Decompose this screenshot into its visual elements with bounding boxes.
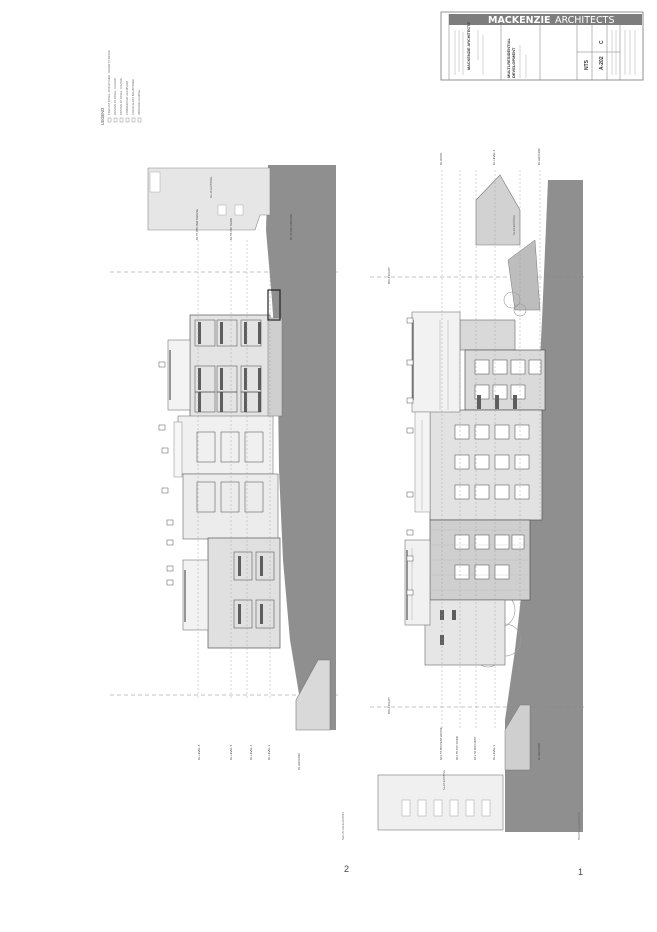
legend: LEGEND PRECAST PANEL, ACID ETCHED - REFE… xyxy=(100,49,142,125)
neighbour-building-bottom xyxy=(295,659,331,731)
upper-top-level-3: RL 52.600 GROUND xyxy=(289,214,293,240)
neighbour-lower-label: No.16 EXISTING xyxy=(512,215,516,235)
elevation-upper: No.10 EXISTING xyxy=(110,165,349,874)
brand-left: MACKENZIE xyxy=(488,15,551,26)
windows-upper xyxy=(198,322,261,412)
legend-title: LEGEND xyxy=(100,108,105,125)
legend-item-2: PAINTED FC PANEL, COLOUR xyxy=(113,78,117,115)
brand-right: ARCHITECTS xyxy=(555,15,614,26)
revision: C xyxy=(599,40,605,44)
upper-top-level-2: RL 55.150 THIRD xyxy=(229,218,233,240)
drawing-number: A-202 xyxy=(599,56,605,70)
elevation-number-2: 2 xyxy=(344,864,349,874)
level-tags-lower xyxy=(406,317,414,596)
legend-item-1: PRECAST PANEL, ACID ETCHED - REFER TO DE… xyxy=(107,49,111,115)
scale: NTS xyxy=(584,59,590,70)
lower-level-5: RL GROUND xyxy=(537,743,541,760)
upper-level-2: RL LEVEL 3 xyxy=(229,744,233,760)
neighbour-building-top: No.10 EXISTING xyxy=(147,167,271,231)
upper-top-level-1: RL 57.850 PENTHOUSE xyxy=(195,209,199,240)
project-line2: DEVELOPMENT xyxy=(511,47,516,78)
elevation-title-2: SOUTH ELEVATION xyxy=(341,812,345,840)
lower-top-level-3: RL GROUND xyxy=(537,148,541,165)
elevation-number-1: 1 xyxy=(578,867,583,877)
elevation-label-upper: 2 SOUTH ELEVATION xyxy=(341,812,349,874)
windows-lower-upper xyxy=(238,556,263,624)
elevation-title-1: NORTH ELEVATION xyxy=(577,812,581,840)
lower-level-2: RFL 55.150 THIRD xyxy=(455,736,459,760)
lower-level-3: RFL 52.600 FIRST xyxy=(473,736,477,760)
neighbour-lower-bottom-label: No.16 EXISTING xyxy=(442,770,446,790)
windows-lower xyxy=(454,359,542,580)
title-bar xyxy=(449,14,642,25)
ground-mass-lower xyxy=(505,180,583,832)
elevation-lower: BOUNDARY BOUNDARY No.16 EXISTING xyxy=(370,148,585,877)
lower-top-level-2: RL LEVEL 4 xyxy=(492,149,496,165)
lower-top-level-1: RL ROOF xyxy=(439,152,443,165)
project-line1: MULTI-RESIDENTIAL xyxy=(506,38,511,78)
upper-level-5: RL GROUND xyxy=(297,753,301,770)
elevation-label-lower: 1 NORTH ELEVATION xyxy=(577,812,583,877)
level-tags-upper xyxy=(158,361,174,586)
legend-item-3: PAINTED FC PANEL, COLOUR xyxy=(119,78,123,115)
legend-item-5: CLEAR GLASS BALUSTRADE xyxy=(131,79,135,115)
boundary-label-bottom: BOUNDARY xyxy=(387,697,391,714)
lower-level-1: RFL 57.850 PENTHOUSE xyxy=(439,727,443,760)
building-upper xyxy=(167,289,283,649)
building-lower xyxy=(404,311,546,666)
neighbour-building-lower: No.16 EXISTING xyxy=(377,770,504,831)
legend-item-6: OBSCURE GLAZING xyxy=(137,90,141,115)
legend-swatch-1 xyxy=(107,117,112,123)
boundary-label-top: BOUNDARY xyxy=(387,267,391,284)
upper-level-1: RL LEVEL 4 xyxy=(197,744,201,760)
neighbour-roof-top: No.16 EXISTING xyxy=(475,174,541,311)
firm-name: MACKENZIE ARCHITECTS xyxy=(467,22,471,70)
neighbour-label-top: No.10 EXISTING xyxy=(209,177,213,198)
ground-mass-upper xyxy=(266,165,336,730)
upper-level-3: RL LEVEL 2 xyxy=(249,744,253,760)
upper-level-4: RL LEVEL 1 xyxy=(267,744,271,760)
lower-level-4: RL LEVEL 1 xyxy=(492,744,496,760)
legend-item-4: POWDERCOAT ALUMINIUM xyxy=(125,81,129,115)
title-block: MACKENZIE ARCHITECTS MACKENZIE ARCHITECT… xyxy=(440,11,644,81)
